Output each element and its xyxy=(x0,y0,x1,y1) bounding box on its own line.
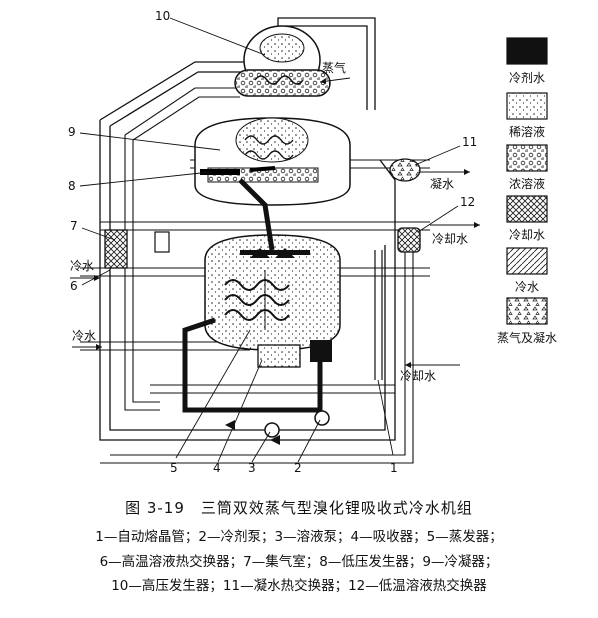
condensate-label: 凝水 xyxy=(430,176,454,191)
upper-shell xyxy=(194,117,351,206)
callout-1: 1 xyxy=(390,461,398,475)
legend-label-steam: 蒸气及凝水 xyxy=(497,330,557,345)
chilled-water-lower-label: 冷水 xyxy=(72,329,96,343)
figure-title: 图 3-19 三筒双效蒸气型溴化锂吸收式冷水机组 xyxy=(125,499,473,517)
high-temp-heat-exchanger xyxy=(104,229,128,269)
callout-2: 2 xyxy=(294,461,302,475)
figure-legend-line-2: 6—高温溶液热交换器；7—集气室；8—低压发生器；9—冷凝器； xyxy=(99,554,499,570)
cooling-water-upper-label: 冷却水 xyxy=(432,232,468,246)
callout-12: 12 xyxy=(460,195,475,209)
callout-8: 8 xyxy=(68,179,76,193)
condensate-heat-exchanger xyxy=(389,158,421,182)
callout-leaders xyxy=(79,17,461,463)
legend-label-strong: 浓溶液 xyxy=(509,176,545,191)
legend-label-chilled-water: 冷水 xyxy=(515,280,539,294)
valve-icon xyxy=(270,435,280,445)
callout-4: 4 xyxy=(213,461,221,475)
lower-shell xyxy=(204,234,341,351)
refrigerant-pump xyxy=(314,410,330,426)
callout-5: 5 xyxy=(170,461,178,475)
callout-11: 11 xyxy=(462,135,477,149)
steam-label: 蒸气 xyxy=(322,60,346,75)
figure-legend-line-3: 10—高压发生器；11—凝水热交换器；12—低温溶液热交换器 xyxy=(111,578,487,594)
evaporator-sump xyxy=(310,340,332,362)
gas-chamber xyxy=(154,231,170,253)
callout-9: 9 xyxy=(68,125,76,139)
legend-label-cooling-water: 冷却水 xyxy=(509,228,545,242)
figure-legend-line-1: 1—自动熔晶管；2—冷剂泵；3—溶液泵；4—吸收器；5—蒸发器； xyxy=(95,529,503,545)
solution-pump xyxy=(264,422,280,438)
legend-swatches xyxy=(506,37,548,325)
callout-3: 3 xyxy=(248,461,256,475)
legend-label-refrigerant: 冷剂水 xyxy=(509,70,545,85)
chilled-water-upper-label: 冷水 xyxy=(70,259,94,273)
low-temp-heat-exchanger xyxy=(397,227,421,253)
absorber-sump xyxy=(257,344,301,368)
callout-10: 10 xyxy=(155,9,170,23)
callout-7: 7 xyxy=(70,219,78,233)
cooling-water-lower-label: 冷却水 xyxy=(400,369,436,383)
callout-6: 6 xyxy=(70,279,78,293)
outer-piping xyxy=(99,17,414,464)
schematic-diagram: 冷剂水 稀溶液 浓溶液 冷却水 冷水 蒸气及凝水 蒸气 凝水 冷却水 冷却水 冷… xyxy=(68,9,557,475)
legend-label-dilute: 稀溶液 xyxy=(509,124,545,139)
high-pressure-generator xyxy=(234,25,331,97)
